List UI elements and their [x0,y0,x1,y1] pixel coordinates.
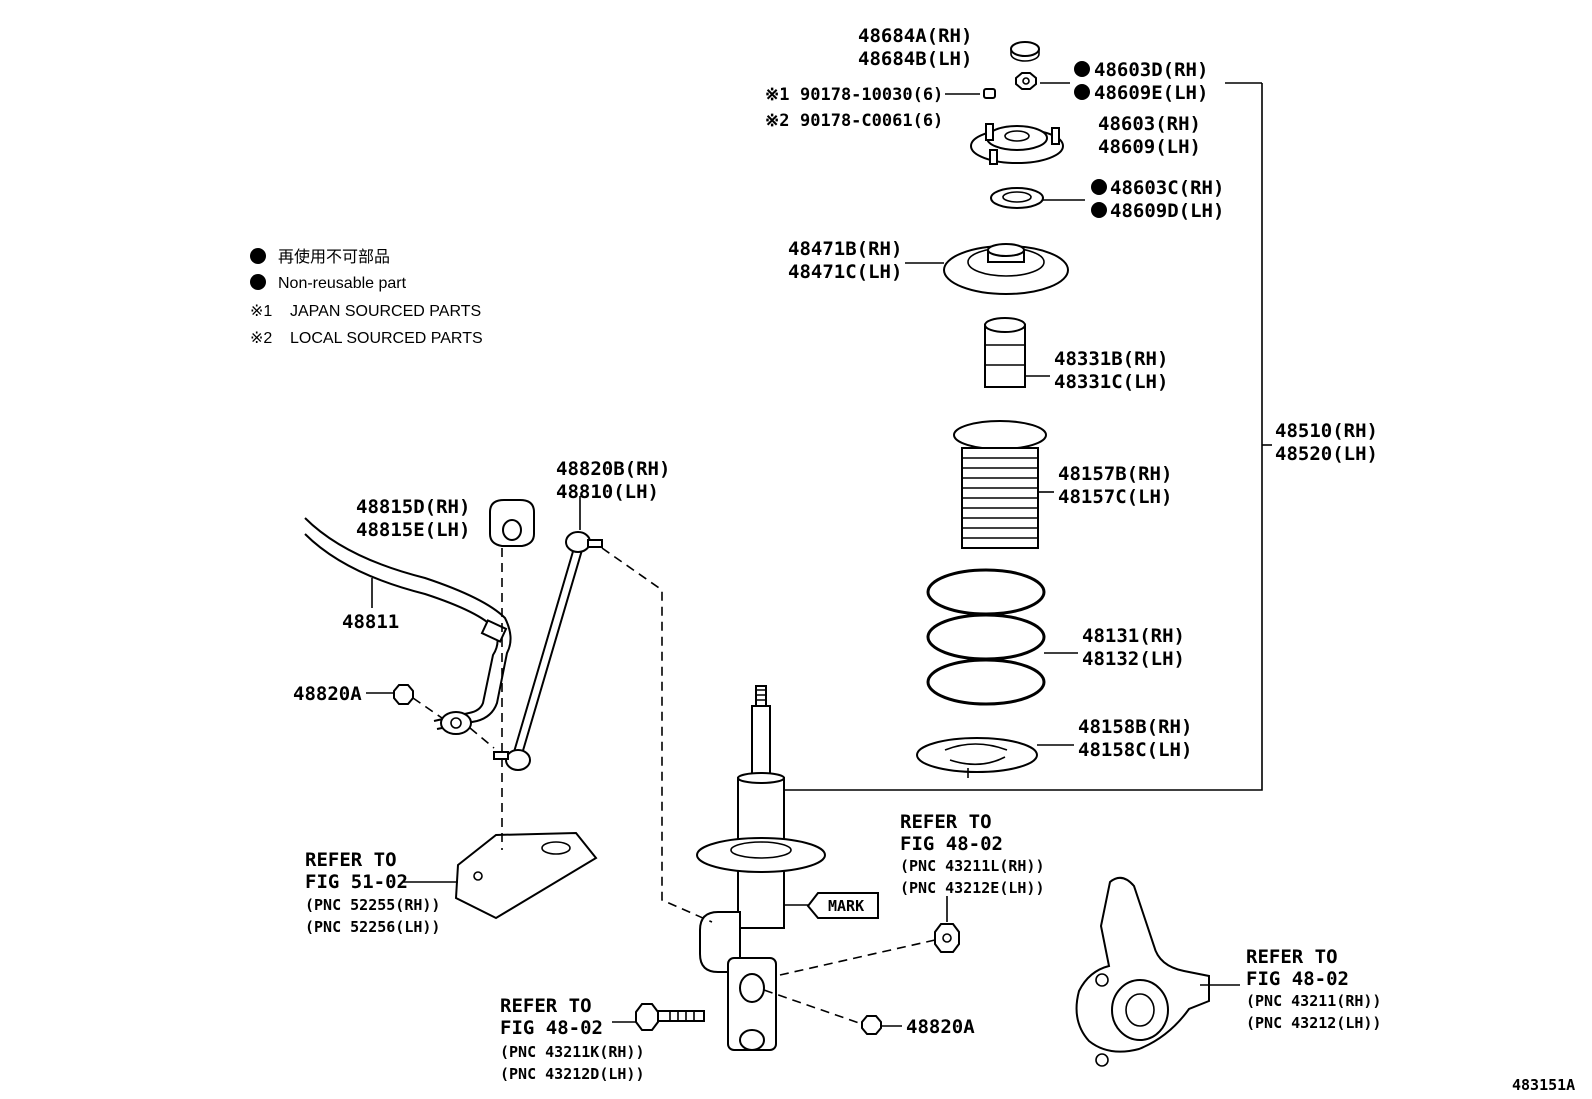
stabilizer-bushing-part [489,499,535,547]
support-nut-part [1015,72,1037,90]
legend-note1-mark: ※1 [250,303,272,320]
legend-non-reusable-en: Non-reusable part [278,275,407,292]
label-nut-lh: 48609E(LH) [1094,82,1208,104]
label-seat-lh: 48471C(LH) [788,261,902,283]
label-link-lh: 48810(LH) [556,481,659,503]
legend-note1-text: JAPAN SOURCED PARTS [290,303,481,320]
stabilizer-bar-part [304,517,512,735]
shock-absorber-part [696,685,826,1051]
label-ref-51-4: (PNC 52256(LH)) [305,918,440,936]
non-reusable-dot-icon [1091,179,1107,195]
figure-code: 483151A [1512,1076,1575,1094]
label-ref-51-3: (PNC 52255(RH)) [305,896,440,914]
label-insulator-rh: 48158B(RH) [1078,716,1192,738]
label-stab-nut: 48820A [293,683,362,705]
label-link-rh: 48820B(RH) [556,458,670,480]
label-strut-lh: 48520(LH) [1275,443,1378,465]
label-ref-51-2: FIG 51-02 [305,871,408,893]
label-ref-knuckle-2: FIG 48-02 [1246,968,1349,990]
label-ref-knuckle-1: REFER TO [1246,946,1338,968]
upper-spring-seat-part [943,243,1069,295]
label-ref-bolt-3: (PNC 43211K(RH)) [500,1043,645,1061]
assembly-dashed-lines [412,547,936,1025]
bump-stopper-part [984,317,1026,388]
label-bearing-lh: 48609D(LH) [1110,200,1224,222]
mark-tag: MARK [806,892,879,919]
label-cap-lh: 48684B(LH) [858,48,972,70]
knuckle-nut-part [934,923,960,953]
label-support-lh: 48609(LH) [1098,136,1201,158]
label-bumper-rh: 48331B(RH) [1054,348,1168,370]
legend-non-reusable-jp: 再使用不可部品 [278,248,390,266]
label-spring-rh: 48131(RH) [1082,625,1185,647]
label-ref-bolt-2: FIG 48-02 [500,1017,603,1039]
label-bushing-lh: 48815E(LH) [356,519,470,541]
non-reusable-dot-icon [250,274,266,290]
label-nut-rh: 48603D(RH) [1094,59,1208,81]
label-mark: MARK [828,897,864,915]
legend-note2-mark: ※2 [250,330,272,347]
strut-support-part [970,123,1064,165]
label-stabilizer: 48811 [342,611,399,633]
subframe-bracket-part [454,831,598,920]
label-cap-rh: 48684A(RH) [858,25,972,47]
label-boot-lh: 48157C(LH) [1058,486,1172,508]
dust-boot-part [953,420,1047,549]
label-bolt1-mark: ※1 [765,85,789,105]
label-bumper-lh: 48331C(LH) [1054,371,1168,393]
label-support-rh: 48603(RH) [1098,113,1201,135]
label-bolt1: 90178-10030(6) [800,85,943,105]
mounting-bolt-part [983,88,996,99]
label-insulator-lh: 48158C(LH) [1078,739,1192,761]
stabilizer-link-part [493,531,603,771]
non-reusable-dot-icon [1091,202,1107,218]
bearing-part [990,187,1044,209]
label-spring-lh: 48132(LH) [1082,648,1185,670]
dust-cap-part [1010,41,1040,62]
label-bearing-rh: 48603C(RH) [1110,177,1224,199]
legend-note2-text: LOCAL SOURCED PARTS [290,330,483,347]
coil-spring-part [926,568,1046,706]
legend: 再使用不可部品 Non-reusable part ※1 JAPAN SOURC… [250,248,483,347]
label-ref-nut-1: REFER TO [900,811,992,833]
label-seat-rh: 48471B(RH) [788,238,902,260]
label-ref-51-1: REFER TO [305,849,397,871]
label-ref-bolt-1: REFER TO [500,995,592,1017]
label-bolt2-mark: ※2 [765,111,789,131]
non-reusable-dot-icon [250,248,266,264]
label-bolt2: 90178-C0061(6) [800,111,943,131]
label-lower-nut: 48820A [906,1016,975,1038]
label-boot-rh: 48157B(RH) [1058,463,1172,485]
strut-bolt-part [635,1003,705,1031]
label-ref-nut-2: FIG 48-02 [900,833,1003,855]
lower-nut-part [861,1015,882,1035]
lower-insulator-part [916,737,1038,778]
label-ref-nut-4: (PNC 43212E(LH)) [900,879,1045,897]
label-ref-bolt-4: (PNC 43212D(LH)) [500,1065,645,1083]
label-bushing-rh: 48815D(RH) [356,496,470,518]
assembly-bracket-line [772,83,1263,791]
label-ref-knuckle-4: (PNC 43212(LH)) [1246,1014,1381,1032]
steering-knuckle-part [1075,876,1210,1067]
label-ref-nut-3: (PNC 43211L(RH)) [900,857,1045,875]
non-reusable-dot-icon [1074,61,1090,77]
stabilizer-nut-part [393,684,414,705]
non-reusable-dot-icon [1074,84,1090,100]
label-strut-rh: 48510(RH) [1275,420,1378,442]
label-ref-knuckle-3: (PNC 43211(RH)) [1246,992,1381,1010]
